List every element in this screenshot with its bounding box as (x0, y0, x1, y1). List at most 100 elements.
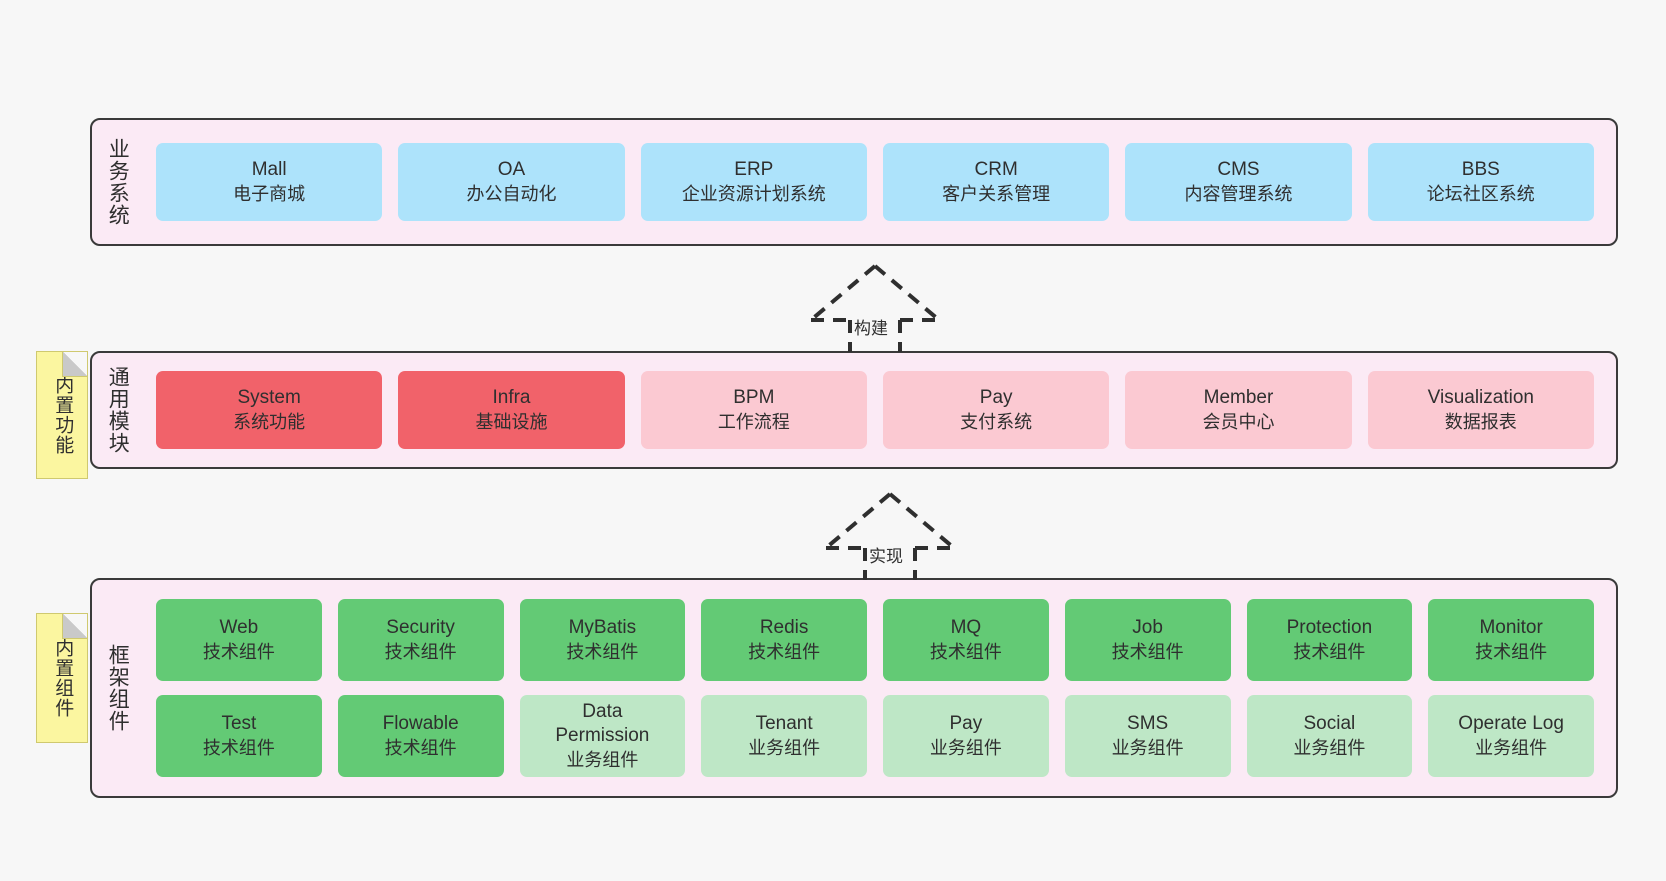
node-monitor[interactable]: Monitor 技术组件 (1428, 599, 1594, 681)
note-builtin-component: 内置组件 (36, 613, 88, 743)
node-cell: Operate Log 业务组件 (1420, 695, 1602, 777)
node-subtitle: 业务组件 (566, 749, 639, 770)
node-cell: OA 办公自动化 (390, 143, 632, 221)
node-tenant[interactable]: Tenant 业务组件 (701, 695, 867, 777)
node-cell: Social 业务组件 (1239, 695, 1421, 777)
node-subtitle: 内容管理系统 (1184, 183, 1293, 204)
implement-arrow-label: 实现 (869, 547, 903, 566)
node-flowable[interactable]: Flowable 技术组件 (337, 695, 504, 777)
node-title: Web (219, 617, 259, 639)
node-data-permission[interactable]: Data Permission 业务组件 (519, 695, 686, 777)
node-cell: Infra 基础设施 (390, 371, 632, 449)
layer-body-framework-component: Web 技术组件 Security 技术组件 MyBatis 技术组件 (142, 580, 1616, 796)
node-erp[interactable]: ERP 企业资源计划系统 (640, 143, 867, 221)
node-subtitle: 论坛社区系统 (1426, 183, 1535, 204)
layer-body-business-system: Mall 电子商城 OA 办公自动化 ERP 企业资源计划系统 (142, 120, 1616, 244)
node-title: MQ (950, 617, 982, 639)
node-sms[interactable]: SMS 业务组件 (1064, 695, 1231, 777)
node-subtitle: 技术组件 (202, 737, 275, 758)
node-subtitle: 办公自动化 (466, 183, 557, 204)
node-subtitle: 客户关系管理 (942, 183, 1051, 204)
node-subtitle: 技术组件 (202, 641, 275, 662)
implement-arrow: 实现 (815, 490, 965, 580)
node-security[interactable]: Security 技术组件 (337, 599, 504, 681)
node-title: Infra (492, 387, 531, 409)
node-title: Mall (251, 159, 287, 181)
node-title: CRM (974, 159, 1018, 181)
layer-common-module: 通用模块 System 系统功能 Infra 基础设施 (90, 351, 1618, 469)
node-cell: Flowable 技术组件 (330, 695, 512, 777)
node-oa[interactable]: OA 办公自动化 (398, 143, 625, 221)
node-cell: SMS 业务组件 (1057, 695, 1239, 777)
node-cell: ERP 企业资源计划系统 (633, 143, 875, 221)
node-subtitle: 业务组件 (748, 737, 821, 758)
node-title: BPM (733, 387, 775, 409)
node-operate-log[interactable]: Operate Log 业务组件 (1428, 695, 1594, 777)
node-subtitle: 企业资源计划系统 (681, 183, 826, 204)
layer-title-business-system: 业务系统 (106, 138, 130, 226)
node-protection[interactable]: Protection 技术组件 (1246, 599, 1413, 681)
node-cell: MyBatis 技术组件 (512, 599, 694, 681)
node-visualization[interactable]: Visualization 数据报表 (1367, 371, 1594, 449)
build-arrow: 构建 (800, 262, 950, 352)
node-test[interactable]: Test 技术组件 (156, 695, 322, 777)
node-cell: Mall 电子商城 (148, 143, 390, 221)
node-title: Tenant (755, 713, 813, 735)
node-system[interactable]: System 系统功能 (156, 371, 383, 449)
node-cell: Job 技术组件 (1057, 599, 1239, 681)
note-builtin-function: 内置功能 (36, 351, 88, 479)
node-infra[interactable]: Infra 基础设施 (398, 371, 625, 449)
node-title: Operate Log (1458, 713, 1564, 735)
node-subtitle: 会员中心 (1202, 411, 1275, 432)
node-subtitle: 支付系统 (960, 411, 1033, 432)
node-bbs[interactable]: BBS 论坛社区系统 (1367, 143, 1594, 221)
node-title: Data Permission (555, 701, 650, 747)
node-cell: System 系统功能 (148, 371, 390, 449)
node-cell: Member 会员中心 (1117, 371, 1359, 449)
node-redis[interactable]: Redis 技术组件 (701, 599, 867, 681)
node-subtitle: 技术组件 (384, 641, 457, 662)
node-bpm[interactable]: BPM 工作流程 (640, 371, 867, 449)
node-cell: Tenant 业务组件 (693, 695, 875, 777)
node-pay-component[interactable]: Pay 业务组件 (883, 695, 1049, 777)
arrowhead-right-edge (873, 264, 941, 322)
node-title: Test (221, 713, 257, 735)
node-cell: Web 技术组件 (148, 599, 330, 681)
node-mall[interactable]: Mall 电子商城 (156, 143, 383, 221)
node-cell: MQ 技术组件 (875, 599, 1057, 681)
node-subtitle: 业务组件 (1111, 737, 1184, 758)
node-crm[interactable]: CRM 客户关系管理 (882, 143, 1110, 221)
node-subtitle: 系统功能 (233, 411, 306, 432)
node-title: Security (386, 617, 455, 639)
node-pay-module[interactable]: Pay 支付系统 (882, 371, 1110, 449)
node-cell: Monitor 技术组件 (1420, 599, 1602, 681)
node-cell: Security 技术组件 (330, 599, 512, 681)
layer-title-framework-component: 框架组件 (106, 644, 130, 732)
node-mq[interactable]: MQ 技术组件 (883, 599, 1049, 681)
build-arrow-label: 构建 (854, 319, 888, 338)
node-title: Redis (759, 617, 809, 639)
node-title: System (237, 387, 301, 409)
arrowhead-left-edge (809, 264, 877, 322)
node-subtitle: 电子商城 (233, 183, 306, 204)
node-mybatis[interactable]: MyBatis 技术组件 (519, 599, 686, 681)
node-title: Visualization (1427, 387, 1534, 409)
arrowhead-right-edge (888, 492, 956, 550)
node-subtitle: 技术组件 (1475, 641, 1548, 662)
node-subtitle: 基础设施 (475, 411, 548, 432)
node-web[interactable]: Web 技术组件 (156, 599, 322, 681)
node-subtitle: 业务组件 (1293, 737, 1366, 758)
node-title: MyBatis (568, 617, 637, 639)
node-subtitle: 技术组件 (1293, 641, 1366, 662)
node-row: Test 技术组件 Flowable 技术组件 Data Permission … (148, 695, 1602, 777)
node-cell: Redis 技术组件 (693, 599, 875, 681)
node-row: System 系统功能 Infra 基础设施 BPM 工作流程 (148, 371, 1602, 449)
node-title: Flowable (382, 713, 459, 735)
node-social[interactable]: Social 业务组件 (1246, 695, 1413, 777)
node-job[interactable]: Job 技术组件 (1064, 599, 1231, 681)
node-title: Protection (1286, 617, 1373, 639)
node-cell: Pay 支付系统 (875, 371, 1117, 449)
node-cms[interactable]: CMS 内容管理系统 (1125, 143, 1352, 221)
node-member[interactable]: Member 会员中心 (1125, 371, 1352, 449)
